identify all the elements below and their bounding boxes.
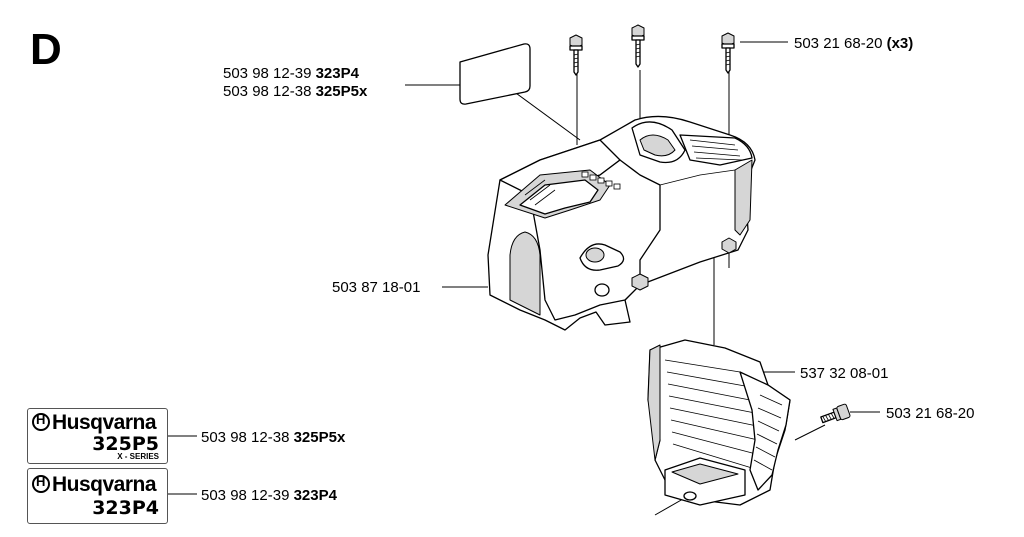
screw-2 [631, 24, 645, 68]
decal-logo-323: Husqvarna 323P4 [27, 468, 168, 524]
decal-logo-323-model: 323P4 [92, 497, 159, 519]
decal-logo-323-brand: Husqvarna [32, 473, 157, 497]
cylinder-guard [647, 339, 791, 506]
decal-logo-325: Husqvarna 325P5 X - SERIES [27, 408, 168, 464]
label-logo-323: 503 98 12-39 323P4 [201, 487, 338, 504]
decal-logo-325-brand: Husqvarna [32, 411, 157, 435]
section-letter: D [30, 25, 62, 74]
screw-3 [721, 32, 735, 74]
label-decal-325: 503 98 12-38 325P5x [223, 83, 368, 100]
engine-cover [487, 115, 756, 331]
husqvarna-crown-icon [32, 412, 50, 431]
decal-logo-325-series: X - SERIES [117, 452, 159, 461]
label-screw-single: 503 21 68-20 [886, 405, 974, 422]
decal-plate [459, 43, 531, 105]
label-logo-325: 503 98 12-38 325P5x [201, 429, 346, 446]
label-cover: 503 87 18-01 [332, 279, 420, 296]
screw-1 [569, 34, 583, 76]
decal-logo-325-model: 325P5 [92, 433, 159, 455]
screw-single [820, 403, 851, 424]
label-decal-323: 503 98 12-39 323P4 [223, 65, 360, 82]
label-screw-x3: 503 21 68-20 (x3) [794, 35, 913, 52]
husqvarna-crown-icon [32, 474, 50, 493]
label-guard: 537 32 08-01 [800, 365, 888, 382]
